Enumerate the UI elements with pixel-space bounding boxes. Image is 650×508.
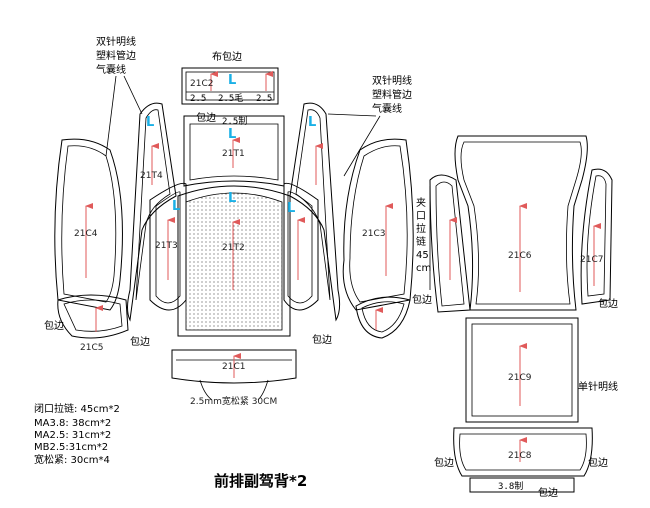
label-binding: 包边 (44, 319, 64, 332)
piece-21c2: 21C2 L 2.5 2.5毛 2.5 (181, 67, 279, 105)
note-line: MA2.5: 31cm*2 (34, 430, 111, 441)
label-21c5: 21C5 (80, 343, 103, 353)
label-zipper-vertical: 夹 口 拉 链 45 cm (416, 196, 432, 274)
piece-21c4: 21C4 (54, 138, 123, 311)
size-label: 2.5毛 (218, 92, 243, 104)
piece-21t3-left: 21T3 L (149, 182, 187, 311)
label-airbag-line: 气囊线 (96, 63, 126, 76)
piece-21c3-lower (355, 296, 411, 339)
diagram-title: 前排副驾背*2 (214, 472, 307, 490)
size-label: 2.5 (256, 94, 272, 104)
label-cloth-binding: 布包边 (212, 50, 242, 63)
piece-21t4-right: L (289, 102, 341, 322)
label-single-needle: 单针明线 (578, 380, 618, 393)
note-line: MA3.8: 38cm*2 (34, 418, 111, 429)
callout-right: 双针明线 塑料管边 气囊线 (327, 74, 412, 177)
label-binding: 包边 (196, 111, 216, 124)
note-line: 宽松紧: 30cm*4 (34, 453, 110, 466)
label-elastic: 2.5mm宽松紧 30CM (190, 395, 277, 407)
piece-21t4-left: 21T4 L (127, 102, 177, 322)
label-21t2: 21T2 (222, 243, 245, 253)
label-21c8: 21C8 (508, 451, 532, 461)
piece-21c9: 21C9 (465, 317, 579, 423)
marker-l: L (228, 127, 236, 142)
label-plastic-piping: 塑料管边 (372, 88, 412, 101)
zipper-annotation: 夹 口 拉 链 45 cm (416, 186, 432, 290)
label-21c3: 21C3 (362, 229, 385, 239)
label-21c2: 21C2 (190, 79, 213, 89)
note-line: 闭口拉链: 45cm*2 (34, 402, 120, 415)
label-binding: 包边 (538, 486, 558, 499)
marker-l: L (287, 201, 295, 216)
size-label: 2.5制 (222, 115, 247, 127)
size-label: 2.5 (190, 94, 206, 104)
label-binding: 包边 (434, 456, 454, 469)
piece-21t2: 21T2 L (177, 185, 291, 337)
marker-l: L (172, 199, 180, 214)
label-21t1: 21T1 (222, 149, 245, 159)
label-double-needle: 双针明线 (372, 74, 412, 87)
piece-21t3-right: L (283, 182, 319, 311)
piece-21t1: 21T1 L 包边 2.5制 (183, 111, 285, 187)
label-21c9: 21C9 (508, 373, 532, 383)
label-21t3: 21T3 (155, 241, 178, 251)
label-binding: 包边 (412, 293, 432, 306)
label-21c4: 21C4 (74, 229, 98, 239)
label-binding: 包边 (312, 333, 332, 346)
piece-21c5: 21C5 (57, 294, 129, 353)
size-label: 3.8制 (498, 480, 523, 492)
marker-l: L (228, 191, 236, 206)
note-line: MB2.5:31cm*2 (34, 442, 108, 453)
callout-left: 双针明线 塑料管边 气囊线 (96, 35, 143, 157)
label-21c6: 21C6 (508, 251, 532, 261)
piece-21c7: 21C7 (580, 168, 613, 305)
piece-21c6: 21C6 (454, 135, 588, 311)
label-airbag-line: 气囊线 (372, 102, 402, 115)
label-binding: 包边 (130, 335, 150, 348)
piece-21c3: 21C3 (342, 138, 414, 311)
label-binding: 包边 (598, 297, 618, 310)
notes-block: 闭口拉链: 45cm*2 MA3.8: 38cm*2 MA2.5: 31cm*2… (34, 402, 120, 466)
piece-c6-left-strip (429, 174, 471, 313)
piece-21c8: 21C8 3.8制 (453, 427, 593, 493)
label-21t4: 21T4 (140, 171, 163, 181)
piece-21c1: 21C1 (171, 349, 297, 401)
marker-l: L (228, 73, 236, 88)
label-binding: 包边 (588, 456, 608, 469)
label-plastic-piping: 塑料管边 (96, 49, 136, 62)
label-21c1: 21C1 (222, 362, 245, 372)
marker-l: L (146, 115, 154, 130)
label-21c7: 21C7 (580, 255, 603, 265)
marker-l: L (308, 115, 316, 130)
label-double-needle: 双针明线 (96, 35, 136, 48)
